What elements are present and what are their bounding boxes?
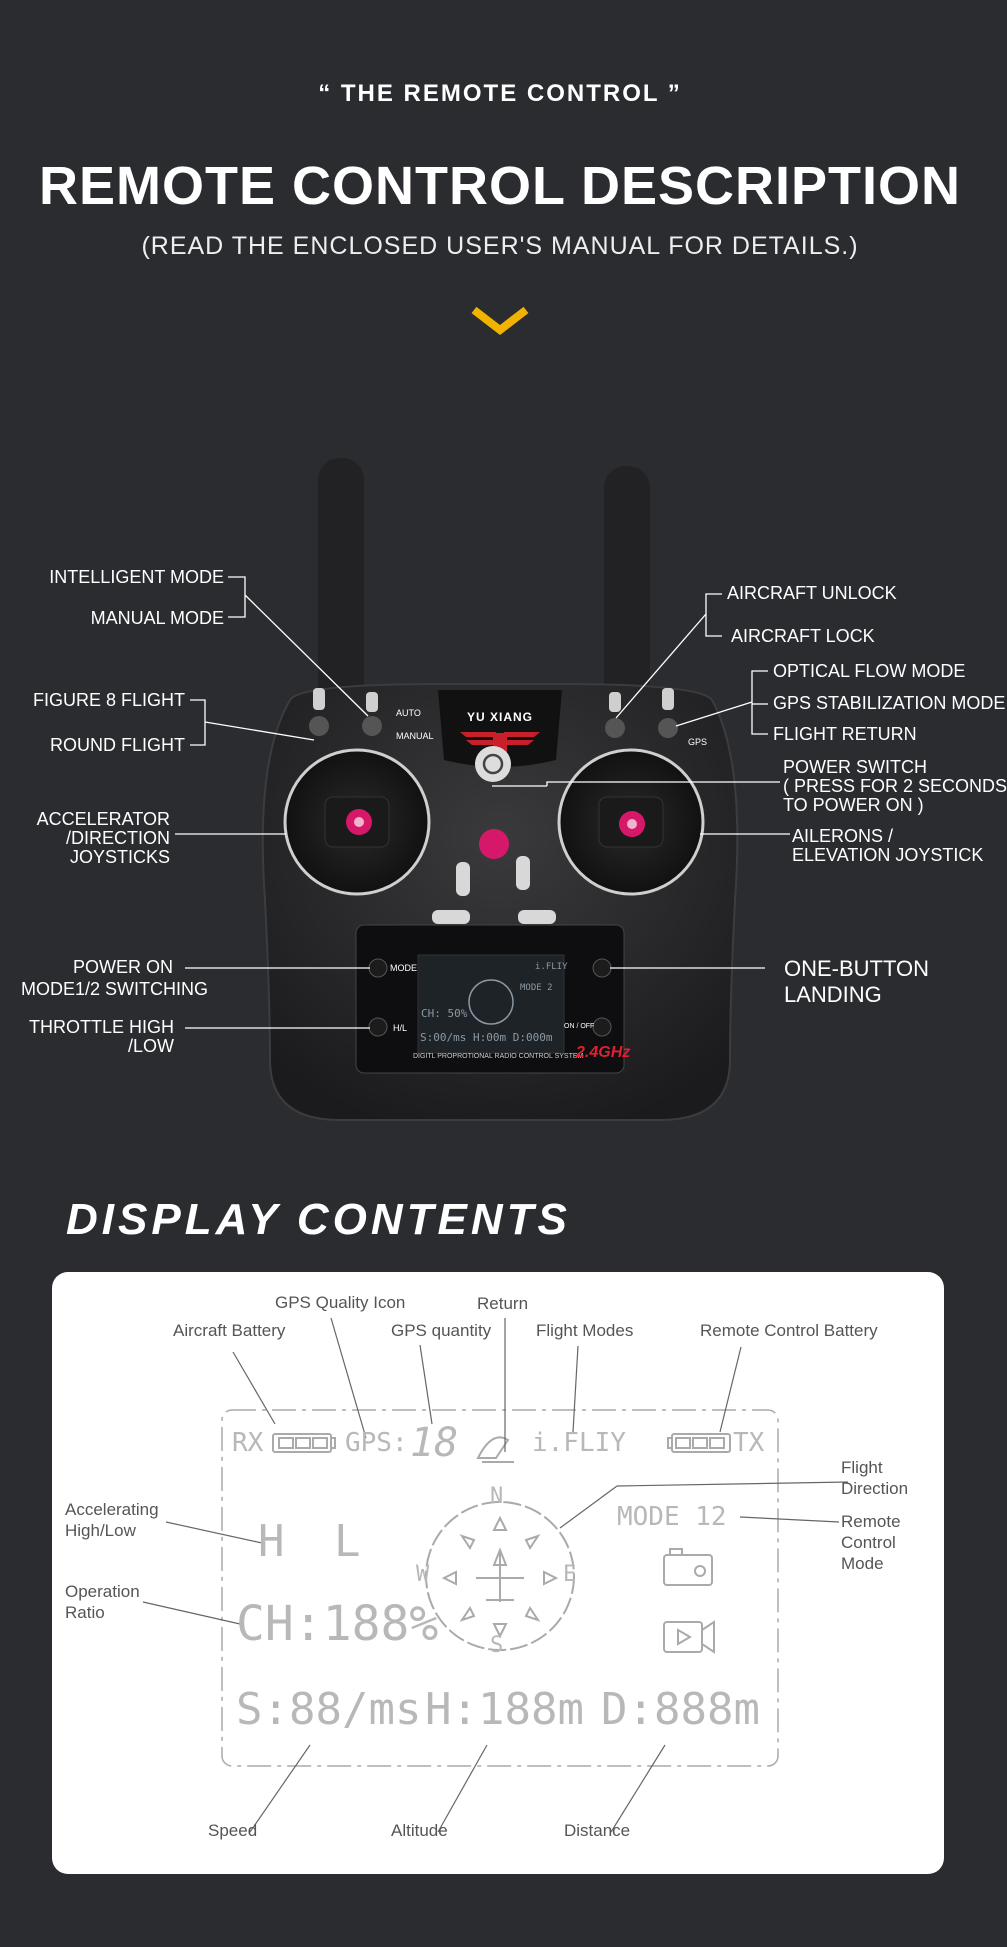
lcd-l: L	[334, 1516, 361, 1567]
callout-ailerons-joystick: AILERONS /ELEVATION JOYSTICK	[792, 826, 984, 865]
label-gps-quantity: GPS quantity	[391, 1321, 492, 1340]
callout-manual-mode: MANUAL MODE	[90, 608, 224, 628]
lcd-tx: TX	[733, 1428, 765, 1458]
label-altitude: Altitude	[391, 1821, 448, 1840]
section-kicker: “ THE REMOTE CONTROL ”	[318, 80, 682, 107]
switch-auto-label: AUTO	[396, 708, 421, 718]
lcd-compass-w: W	[416, 1562, 430, 1587]
label-aircraft-battery: Aircraft Battery	[173, 1321, 286, 1340]
callout-aircraft-unlock: AIRCRAFT UNLOCK	[727, 583, 897, 603]
onoff-button-label: ON / OFF	[564, 1023, 595, 1030]
mode-button-label: MODE	[390, 963, 417, 973]
lcd-mode-name: i.FLIY	[535, 962, 568, 972]
label-flight-modes: Flight Modes	[536, 1321, 634, 1340]
lcd-distance: D:888m	[601, 1684, 760, 1735]
callout-figure8-flight: FIGURE 8 FLIGHT	[32, 690, 185, 710]
callout-mode-switching: MODE1/2 SWITCHING	[20, 979, 208, 999]
page-title: REMOTE CONTROL DESCRIPTION	[38, 156, 962, 216]
chevron-down-icon	[471, 306, 529, 336]
lcd-compass-s: S	[490, 1633, 504, 1658]
lcd-flight-mode: i.FLIY	[532, 1428, 626, 1458]
remote-footer-text: DIGITL PROPROTIONAL RADIO CONTROL SYSTEM	[413, 1053, 584, 1060]
lcd-mode: MODE 12	[617, 1502, 727, 1532]
left-antenna	[318, 458, 364, 708]
display-diagram-panel	[52, 1272, 944, 1874]
callout-optical-flow-mode: OPTICAL FLOW MODE	[773, 661, 966, 681]
switch-manual-label: MANUAL	[396, 731, 434, 741]
label-return: Return	[477, 1294, 529, 1313]
lcd-bottom: S:00/ms H:00m D:000m	[420, 1031, 553, 1044]
lcd-mode: MODE 2	[520, 983, 553, 993]
callout-intelligent-mode: INTELLIGENT MODE	[49, 567, 224, 587]
lcd-speed: S:88/ms	[236, 1684, 422, 1735]
callout-power-on: POWER ON	[72, 957, 173, 977]
label-gps-quality-icon: GPS Quality Icon	[275, 1293, 406, 1312]
lcd-ch: CH:188%	[236, 1596, 439, 1652]
callout-aircraft-lock: AIRCRAFT LOCK	[731, 626, 875, 646]
callout-throttle-high-low: THROTTLE HIGH/LOW	[28, 1017, 174, 1056]
lcd-ch: CH: 50%	[421, 1007, 468, 1020]
lcd-rx: RX	[232, 1428, 264, 1458]
label-distance: Distance	[564, 1821, 631, 1840]
lcd-compass-n: N	[490, 1484, 504, 1509]
remote-control-illustration	[175, 458, 790, 1121]
switch-gps-label: GPS	[688, 737, 708, 747]
right-antenna	[604, 466, 650, 706]
lcd-gps: GPS:	[345, 1428, 408, 1458]
lcd-height: H:188m	[425, 1684, 584, 1735]
hl-button-label: H/L	[393, 1023, 408, 1033]
display-contents-title: DISPLAY CONTENTS	[66, 1195, 571, 1244]
lcd-h: H	[258, 1516, 285, 1567]
band-label: 2.4GHz	[576, 1044, 631, 1061]
brand-badge: YU XIANG	[466, 710, 533, 724]
lcd-compass-e: E	[563, 1562, 577, 1587]
callout-gps-stabilization-mode: GPS STABILIZATION MODE	[773, 693, 1006, 713]
label-speed: Speed	[208, 1821, 258, 1840]
callout-round-flight: ROUND FLIGHT	[50, 735, 185, 755]
label-rc-battery: Remote Control Battery	[700, 1321, 878, 1340]
callout-flight-return: FLIGHT RETURN	[773, 724, 917, 744]
lcd-gps-count: 18	[410, 1420, 459, 1466]
page-subtitle: (READ THE ENCLOSED USER'S MANUAL FOR DET…	[141, 232, 859, 260]
